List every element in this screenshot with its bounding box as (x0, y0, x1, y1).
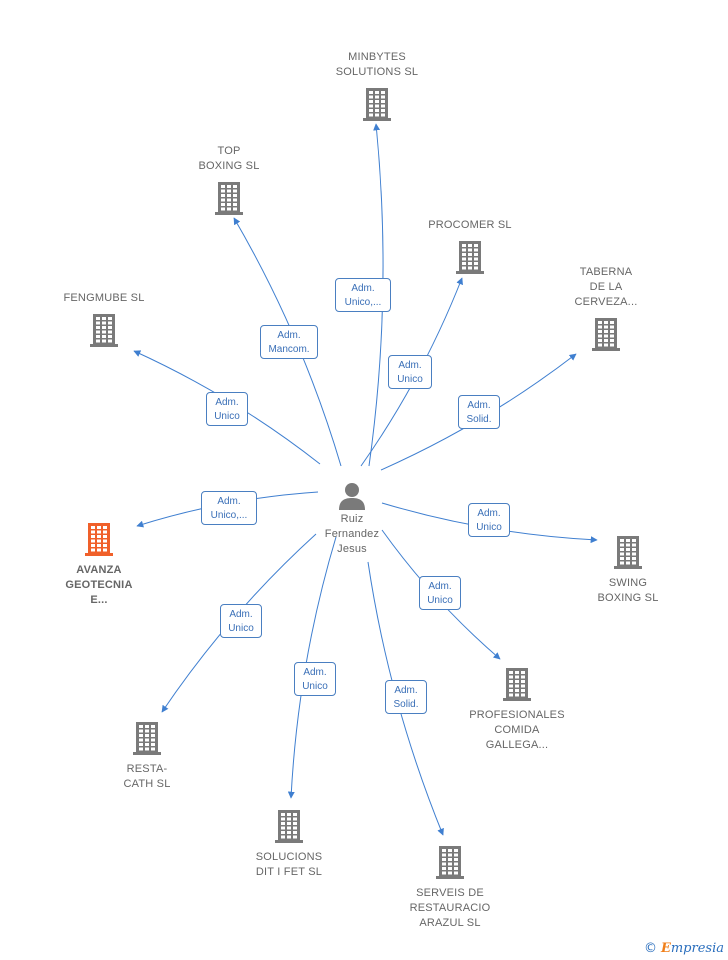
role-badge-avanza[interactable]: Adm. Unico,... (201, 491, 257, 525)
company-node-serveis[interactable]: SERVEIS DE RESTAURACIO ARAZUL SL (390, 844, 510, 931)
center-node[interactable]: Ruiz Fernandez Jesus (312, 480, 392, 557)
company-label: SWING BOXING SL (597, 577, 659, 604)
building-icon[interactable] (214, 180, 244, 216)
company-node-taberna[interactable]: TABERNA DE LA CERVEZA... (546, 265, 666, 352)
role-badge-solucions[interactable]: Adm. Unico (294, 662, 336, 696)
building-icon[interactable] (362, 86, 392, 122)
company-node-profesionales[interactable]: PROFESIONALES COMIDA GALLEGA... (457, 666, 577, 753)
brand-name: mpresia (670, 941, 724, 956)
building-icon[interactable] (502, 666, 532, 702)
building-icon[interactable] (591, 316, 621, 352)
role-badge-swing-boxing[interactable]: Adm. Unico (468, 503, 510, 537)
role-badge-procomer[interactable]: Adm. Unico (388, 355, 432, 389)
company-label: SERVEIS DE RESTAURACIO ARAZUL SL (409, 887, 491, 929)
copyright-symbol: © (643, 941, 657, 956)
building-icon[interactable] (274, 808, 304, 844)
building-icon[interactable] (84, 521, 114, 557)
building-icon[interactable] (435, 844, 465, 880)
role-badge-minbytes[interactable]: Adm. Unico,... (335, 278, 391, 312)
company-label: MINBYTES SOLUTIONS SL (335, 51, 419, 78)
company-label: AVANZA GEOTECNIA E... (65, 564, 133, 606)
company-node-procomer[interactable]: PROCOMER SL (410, 218, 530, 275)
building-icon[interactable] (132, 720, 162, 756)
company-label: SOLUCIONS DIT I FET SL (255, 851, 323, 878)
role-badge-serveis[interactable]: Adm. Solid. (385, 680, 427, 714)
company-label: PROCOMER SL (428, 219, 512, 231)
company-label: FENGMUBE SL (63, 292, 145, 304)
role-badge-fengmube[interactable]: Adm. Unico (206, 392, 248, 426)
company-label: TOP BOXING SL (198, 145, 260, 172)
person-icon (339, 483, 365, 510)
company-node-minbytes[interactable]: MINBYTES SOLUTIONS SL (317, 50, 437, 122)
company-label: RESTA- CATH SL (123, 763, 171, 790)
company-node-avanza[interactable]: AVANZA GEOTECNIA E... (39, 521, 159, 608)
role-badge-resta-cath[interactable]: Adm. Unico (220, 604, 262, 638)
brand-initial: E (660, 941, 671, 956)
building-icon[interactable] (89, 312, 119, 348)
building-icon[interactable] (613, 534, 643, 570)
company-label: TABERNA DE LA CERVEZA... (574, 266, 638, 308)
company-node-swing-boxing[interactable]: SWING BOXING SL (568, 534, 688, 606)
company-label: PROFESIONALES COMIDA GALLEGA... (469, 709, 565, 751)
footer-brand: ©Empresia (644, 941, 724, 956)
role-badge-profesionales[interactable]: Adm. Unico (419, 576, 461, 610)
company-node-solucions[interactable]: SOLUCIONS DIT I FET SL (229, 808, 349, 880)
role-badge-taberna[interactable]: Adm. Solid. (458, 395, 500, 429)
company-node-top-boxing[interactable]: TOP BOXING SL (169, 144, 289, 216)
company-node-fengmube[interactable]: FENGMUBE SL (44, 291, 164, 348)
company-node-resta-cath[interactable]: RESTA- CATH SL (87, 720, 207, 792)
building-icon[interactable] (455, 239, 485, 275)
role-badge-top-boxing[interactable]: Adm. Mancom. (260, 325, 318, 359)
center-name: Ruiz Fernandez Jesus (324, 513, 380, 555)
